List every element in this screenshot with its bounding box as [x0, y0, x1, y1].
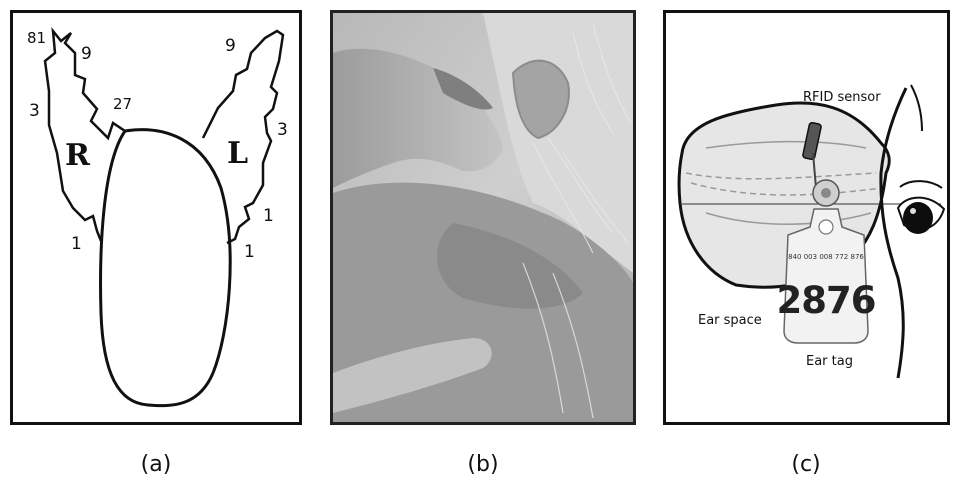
ear-tag-small-number: 840 003 008 772 876 — [788, 253, 864, 261]
right-ear-letter: R — [65, 138, 91, 173]
right-ear-mark-9: 9 — [81, 44, 92, 64]
left-ear-letter: L — [227, 136, 248, 171]
ear-notch-diagram: R L 81 9 3 27 1 9 3 1 1 — [13, 13, 299, 422]
left-ear-mark-9: 9 — [225, 36, 236, 56]
right-ear-mark-81: 81 — [27, 29, 46, 47]
right-ear-mark-27: 27 — [113, 95, 132, 113]
ear-tag-number: 2876 — [777, 279, 876, 322]
rfid-ear-tag-panel: 840 003 008 772 876 2876 RFID sensor Ear… — [663, 10, 950, 425]
ear-notch-photo — [333, 13, 633, 422]
caption-a: (a) — [126, 452, 186, 477]
face-outline — [881, 88, 906, 378]
left-ear-mark-1-upper: 1 — [263, 206, 274, 226]
caption-c: (c) — [776, 452, 836, 477]
eye-pupil — [903, 202, 933, 234]
rfid-sensor-label: RFID sensor — [803, 90, 881, 105]
ear-notch-diagram-panel: R L 81 9 3 27 1 9 3 1 1 — [10, 10, 302, 425]
ear-space-label: Ear space — [698, 313, 762, 328]
ear-tag-label: Ear tag — [806, 354, 853, 369]
caption-b: (b) — [453, 452, 513, 477]
right-ear-mark-1: 1 — [71, 234, 82, 254]
ear-photo-panel — [330, 10, 636, 425]
head-outline — [101, 130, 231, 406]
left-ear-mark-1-lower: 1 — [244, 242, 255, 262]
right-ear-mark-3: 3 — [29, 101, 40, 121]
left-ear-mark-3: 3 — [277, 120, 288, 140]
rfid-ear-tag-illustration: 840 003 008 772 876 2876 RFID sensor Ear… — [666, 13, 947, 422]
